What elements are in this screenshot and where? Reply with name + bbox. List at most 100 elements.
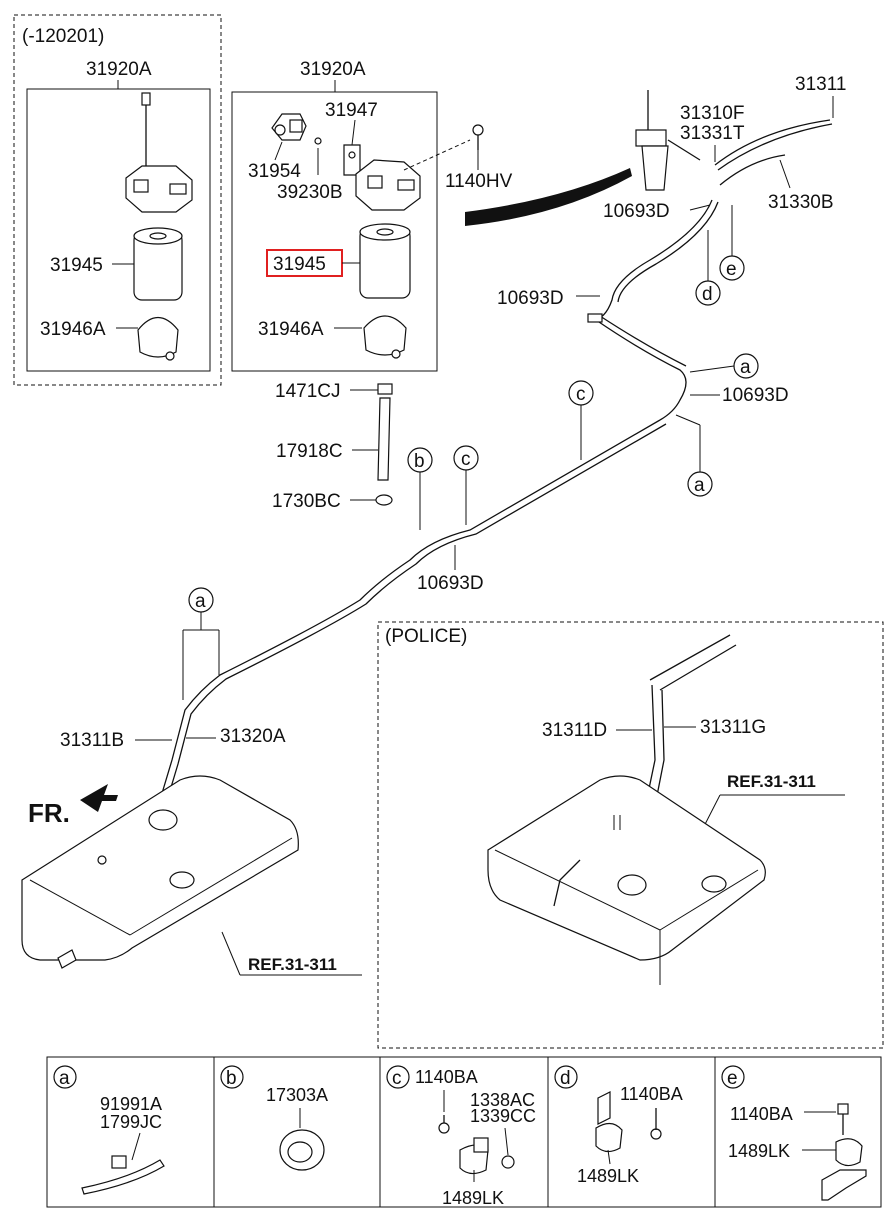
label-31954[interactable]: 31954 xyxy=(248,161,301,182)
callout-a-3[interactable]: a xyxy=(182,587,220,700)
legend-e-part-2: 1489LK xyxy=(728,1141,790,1161)
label-31310F[interactable]: 31310F xyxy=(680,103,744,124)
callout-a-2[interactable]: a xyxy=(675,414,713,497)
fuel-filter-head[interactable] xyxy=(355,139,471,211)
label-10693D-1[interactable]: 10693D xyxy=(603,201,670,222)
label-31311G[interactable]: 31311G xyxy=(700,717,766,738)
ref-tank-police[interactable]: REF.31-311 xyxy=(727,772,816,791)
label-31920A[interactable]: 31920A xyxy=(300,59,366,80)
legend-key-b: b xyxy=(226,1068,237,1089)
ref-tank-left[interactable]: REF.31-311 xyxy=(248,955,337,974)
label-31331T[interactable]: 31331T xyxy=(680,123,745,144)
label-31311B[interactable]: 31311B xyxy=(60,730,124,751)
legend-cell-b[interactable]: b 17303A xyxy=(220,1065,328,1171)
fuel-filter-cartridge[interactable] xyxy=(359,223,411,299)
police-variant-outline xyxy=(377,621,884,1049)
label-31311D[interactable]: 31311D xyxy=(542,720,607,741)
label-10693D-4[interactable]: 10693D xyxy=(417,573,484,594)
label-31947[interactable]: 31947 xyxy=(325,100,378,121)
label-1471CJ[interactable]: 1471CJ xyxy=(275,381,341,402)
callout-e[interactable]: e xyxy=(719,205,745,281)
filter-assembly-group: 31920A 31947 31954 39230B 1140HV xyxy=(231,59,513,372)
label-31945-left[interactable]: 31945 xyxy=(50,255,103,276)
fuel-filter-cartridge-left[interactable] xyxy=(133,227,183,301)
legend-b-part-1: 17303A xyxy=(266,1085,328,1105)
bolt-1140HV[interactable] xyxy=(472,124,484,150)
fuel-filter-head-left[interactable] xyxy=(125,92,193,213)
cable-tie-icon xyxy=(81,1159,165,1195)
wire-police xyxy=(553,859,581,907)
label-31945[interactable]: 31945 xyxy=(273,254,326,275)
label-10693D-3[interactable]: 10693D xyxy=(722,385,789,406)
legend-table: a 91991A 1799JC b 17303A c 1140BA 1338AC… xyxy=(46,1056,882,1208)
callout-c-2[interactable]: c xyxy=(453,445,479,525)
label-31946A[interactable]: 31946A xyxy=(258,319,324,340)
label-10693D-2[interactable]: 10693D xyxy=(497,288,564,309)
o-ring-39230B[interactable] xyxy=(314,137,322,145)
hose-stack: 1471CJ 17918C 1730BC xyxy=(272,381,393,512)
tank-body-police[interactable] xyxy=(487,775,766,961)
label-31320A[interactable]: 31320A xyxy=(220,726,286,747)
priming-pump-31954[interactable] xyxy=(271,113,307,141)
fuel-tank-main: 31311B 31320A FR. REF.31-311 xyxy=(21,726,362,976)
label-31330B[interactable]: 31330B xyxy=(768,192,834,213)
fuel-sender-police[interactable] xyxy=(617,874,647,896)
label-1140HV[interactable]: 1140HV xyxy=(445,171,513,192)
label-39230B[interactable]: 39230B xyxy=(277,182,343,203)
grommet-1730BC[interactable] xyxy=(375,494,393,506)
label-31311[interactable]: 31311 xyxy=(795,74,846,95)
hose-17918C[interactable] xyxy=(377,397,391,481)
legend-c-part-1: 1140BA xyxy=(415,1067,478,1087)
legend-key-c: c xyxy=(392,1068,402,1089)
pipe-10693D-upper[interactable] xyxy=(591,199,713,321)
svg-text:a: a xyxy=(694,475,705,496)
legend-cell-d[interactable]: d 1140BA 1489LK xyxy=(554,1065,683,1186)
clamp-1471CJ[interactable] xyxy=(377,383,393,395)
callout-d[interactable]: d xyxy=(695,230,721,306)
pipe-31330B[interactable] xyxy=(719,154,786,186)
legend-cell-a[interactable]: a 91991A 1799JC xyxy=(53,1065,165,1195)
bracket-31947[interactable] xyxy=(343,144,361,176)
svg-text:a: a xyxy=(740,357,751,378)
legend-key-d: d xyxy=(560,1068,571,1089)
filter-assembly-frame xyxy=(231,91,438,372)
label-31946A-left[interactable]: 31946A xyxy=(40,319,106,340)
fuel-separator[interactable] xyxy=(635,90,701,191)
svg-text:b: b xyxy=(414,451,425,472)
svg-text:a: a xyxy=(195,591,206,612)
label-1730BC[interactable]: 1730BC xyxy=(272,491,341,512)
svg-text:e: e xyxy=(726,259,737,280)
legend-c-part-3: 1339CC xyxy=(470,1106,536,1126)
legend-c-part-2: 1338AC xyxy=(470,1090,535,1110)
police-variant-label: (POLICE) xyxy=(385,626,467,647)
direction-arrow xyxy=(465,168,632,226)
callout-b[interactable]: b xyxy=(407,447,433,530)
police-variant-group: (POLICE) 31311D 31311G REF.31-311 xyxy=(377,621,884,1049)
upper-lines-group: 31311 31310F 31331T 31330B 10693D 10693D… xyxy=(159,74,846,805)
pipe-police-upper[interactable] xyxy=(649,634,731,681)
label-17918C[interactable]: 17918C xyxy=(276,441,343,462)
early-variant-outline xyxy=(13,14,222,386)
callout-c-1[interactable]: c xyxy=(568,380,594,460)
pipe-10693D-main[interactable] xyxy=(159,419,661,801)
front-label: FR. xyxy=(28,798,70,828)
legend-cell-c[interactable]: c 1140BA 1338AC 1339CC 1489LK xyxy=(386,1065,536,1208)
pipe-31311[interactable] xyxy=(714,119,831,166)
svg-text:c: c xyxy=(576,384,586,405)
callouts: e d a a c b c xyxy=(182,205,759,700)
legend-c-part-4: 1489LK xyxy=(442,1188,504,1208)
callout-a-1[interactable]: a xyxy=(689,353,759,379)
svg-text:c: c xyxy=(461,449,471,470)
water-sensor-cup-left[interactable] xyxy=(137,316,179,361)
water-sensor-cup[interactable] xyxy=(363,315,407,359)
fuel-sender-left[interactable] xyxy=(148,809,178,831)
pipe-10693D-mid[interactable] xyxy=(595,319,687,421)
label-31920A-left[interactable]: 31920A xyxy=(86,59,152,80)
legend-e-part-1: 1140BA xyxy=(730,1104,793,1124)
legend-a-part-1: 91991A xyxy=(100,1094,162,1114)
legend-key-e: e xyxy=(727,1068,738,1089)
legend-d-part-2: 1489LK xyxy=(577,1166,639,1186)
legend-frame xyxy=(46,1056,882,1208)
legend-cell-e[interactable]: e 1140BA 1489LK xyxy=(721,1065,867,1201)
